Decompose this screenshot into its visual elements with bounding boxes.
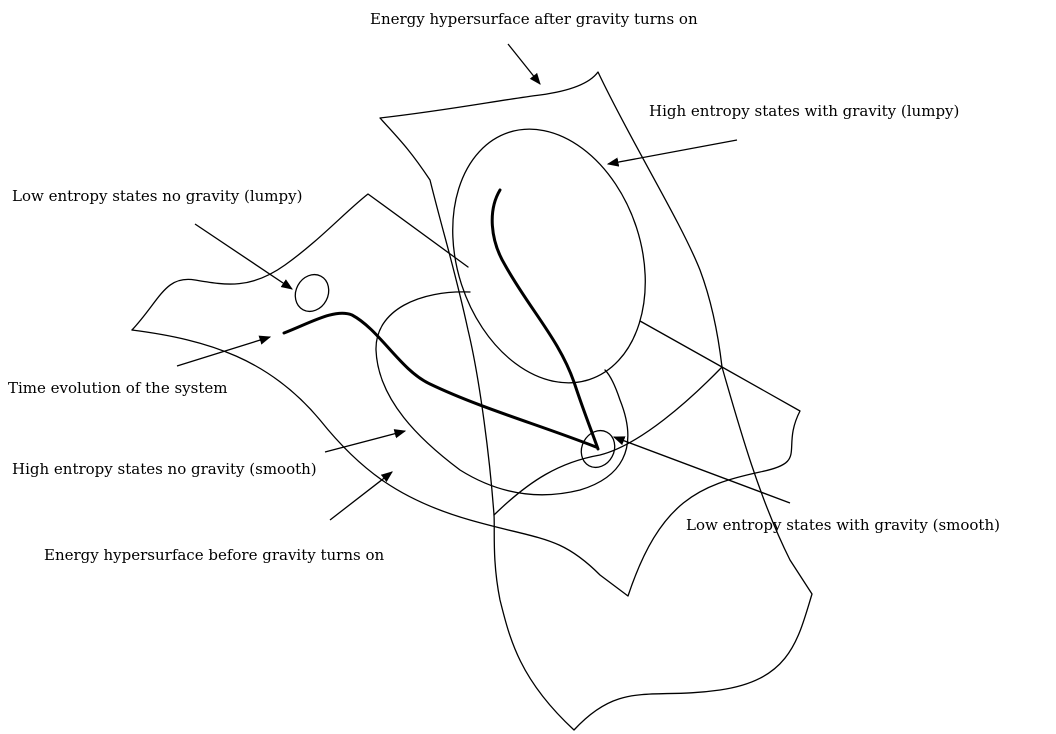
arrow-high-no-gravity: [325, 431, 405, 452]
surface-before-gravity-back-edge: [640, 321, 722, 367]
arrow-low-no-gravity: [195, 224, 292, 289]
label-surface-before: Energy hypersurface before gravity turns…: [44, 546, 385, 564]
label-low-no-gravity: Low entropy states no gravity (lumpy): [12, 187, 302, 205]
low-entropy-no-gravity-region: [289, 269, 335, 318]
label-low-with-gravity: Low entropy states with gravity (smooth): [686, 516, 1000, 534]
time-evolution-path-with-gravity: [492, 190, 598, 449]
arrow-low-with-gravity: [614, 437, 790, 503]
label-surface-after: Energy hypersurface after gravity turns …: [370, 10, 698, 28]
surface-after-gravity: [380, 72, 812, 730]
surface-before-gravity: [132, 194, 468, 330]
high-entropy-no-gravity-region: [376, 292, 628, 495]
label-high-no-gravity: High entropy states no gravity (smooth): [12, 460, 317, 478]
label-time-evolution: Time evolution of the system: [8, 379, 227, 397]
label-high-with-gravity: High entropy states with gravity (lumpy): [649, 102, 959, 120]
arrow-high-with-gravity: [608, 140, 737, 164]
arrow-surface-after: [508, 44, 540, 84]
intersection-curve: [494, 367, 722, 515]
arrow-surface-before: [330, 472, 392, 520]
